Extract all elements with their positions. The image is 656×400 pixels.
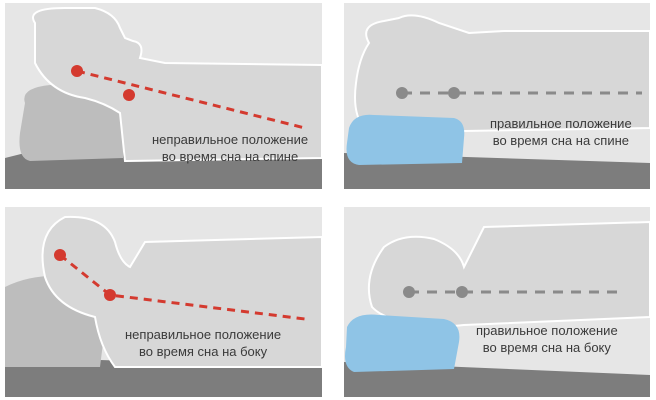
neck-point — [456, 286, 468, 298]
head-body-silhouette — [32, 7, 322, 163]
panel-back-right: правильное положение во время сна на спи… — [344, 3, 650, 189]
head-body-silhouette — [354, 14, 650, 133]
panel-side-right: правильное положение во время сна на бок… — [344, 207, 650, 397]
spine-line-wrong — [59, 253, 306, 321]
mattress — [344, 362, 650, 397]
caption-line-1: неправильное положение — [152, 132, 309, 147]
side-wrong-illustration — [5, 215, 322, 397]
pillow-orthopedic — [345, 314, 460, 372]
panel-side-wrong: неправильное положение во время сна на б… — [5, 207, 322, 397]
pillow-orthopedic — [346, 114, 465, 165]
neck-point — [448, 87, 460, 99]
neck-point — [123, 89, 135, 101]
caption-back-right: правильное положение во время сна на спи… — [490, 115, 632, 149]
head-point — [71, 65, 83, 77]
caption-line-1: правильное положение — [490, 116, 632, 131]
side-right-illustration — [344, 220, 650, 397]
caption-line-1: правильное положение — [476, 323, 618, 338]
caption-line-1: неправильное положение — [125, 327, 282, 342]
head-point — [403, 286, 415, 298]
head-point — [54, 249, 66, 261]
caption-line-2: во время сна на спине — [492, 133, 629, 148]
panel-back-wrong: неправильное положение во время сна на с… — [5, 3, 322, 189]
caption-back-wrong: неправильное положение во время сна на с… — [152, 131, 308, 165]
head-point — [396, 87, 408, 99]
caption-line-2: во время сна на боку — [482, 340, 611, 355]
caption-side-wrong: неправильное положение во время сна на б… — [125, 326, 281, 360]
caption-line-2: во время сна на боку — [138, 344, 268, 359]
caption-line-2: во время сна на спине — [161, 149, 299, 164]
back-wrong-illustration — [5, 7, 322, 189]
caption-side-right: правильное положение во время сна на бок… — [476, 322, 618, 356]
neck-point — [104, 289, 116, 301]
back-right-illustration — [344, 14, 650, 189]
head-body-silhouette — [367, 220, 650, 329]
spine-line-wrong — [76, 69, 306, 130]
head-body-silhouette — [41, 215, 322, 368]
